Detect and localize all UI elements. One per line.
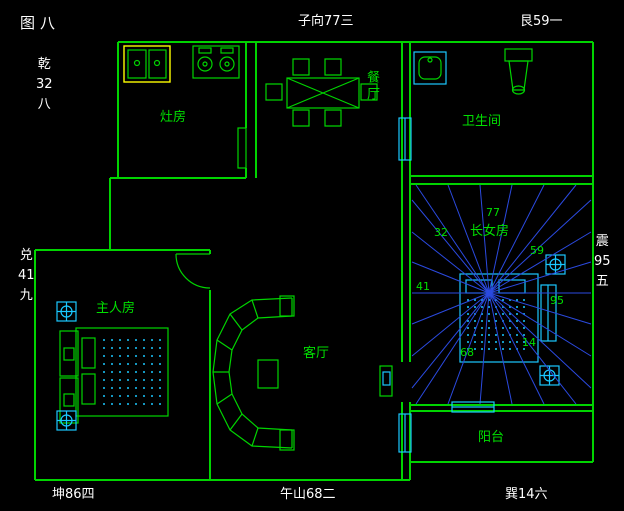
room-label-bathroom: 卫生间 [462, 114, 502, 129]
label-line: 41 [18, 268, 35, 283]
window-icon-spine-top [398, 117, 412, 161]
window-symbol-icon [56, 301, 77, 322]
master-cabinet-icon [59, 330, 79, 424]
stove-icon [192, 45, 240, 79]
master-bed-icon [75, 327, 169, 417]
compass-number-top: 77 [486, 206, 500, 219]
compass-number-top-right: 59 [530, 244, 544, 257]
label-line: 乾 [37, 57, 51, 72]
sofa-icon [212, 295, 295, 451]
label-line: 32 [36, 77, 53, 92]
room-label-balcony: 阳台 [478, 430, 505, 445]
room-label-living: 客厅 [303, 346, 330, 361]
direction-label-top-right: 艮59一 [520, 14, 563, 29]
compass-number-left: 41 [416, 280, 430, 293]
window-symbol-icon [56, 410, 77, 431]
balcony-window-icon [451, 401, 495, 413]
direction-label-bottom-left: 坤86四 [52, 487, 95, 502]
direction-label-left-middle: 兑 41 九 [18, 246, 35, 306]
compass-rays [411, 184, 592, 405]
window-symbol-icon [545, 254, 566, 275]
label-line: 兑 [19, 248, 33, 263]
compass-number-top-left: 32 [434, 226, 448, 239]
label-line: 九 [19, 288, 33, 303]
direction-label-bottom-right: 巽14六 [505, 487, 548, 502]
room-label-daughter: 长女房 [470, 224, 510, 239]
walls [34, 41, 594, 481]
direction-label-right-middle: 震 95 五 [594, 232, 611, 292]
direction-label-left-top: 乾 32 八 [36, 55, 53, 115]
master-door-icon [175, 253, 211, 289]
dining-table-icon [286, 77, 360, 109]
compass-number-right: 95 [550, 294, 564, 307]
label-line: 五 [595, 274, 609, 289]
figure-label: 图八 [20, 14, 61, 32]
toilet-icon [504, 48, 533, 95]
direction-label-top-center: 子向77三 [298, 14, 354, 29]
direction-label-bottom-center: 午山68二 [280, 487, 336, 502]
window-symbol-icon [539, 365, 560, 386]
room-label-dining: 餐厅 [364, 70, 379, 104]
washbasin-icon [413, 51, 447, 85]
room-label-master: 主人房 [96, 301, 136, 316]
compass-number-bottom-right: 14 [522, 336, 536, 349]
compass-number-bottom-left: 68 [460, 346, 474, 359]
dining-chairs-icon [265, 58, 378, 127]
label-line: 八 [37, 97, 51, 112]
kitchen-sink-icon [123, 45, 171, 83]
window-icon-spine-bottom [398, 413, 412, 453]
entry-door-icon [379, 365, 393, 397]
kitchen-door-icon [237, 127, 247, 169]
label-line: 震 [595, 234, 609, 249]
coffee-table-icon [257, 359, 279, 389]
room-label-kitchen: 灶房 [160, 110, 187, 125]
label-line: 95 [594, 254, 611, 269]
